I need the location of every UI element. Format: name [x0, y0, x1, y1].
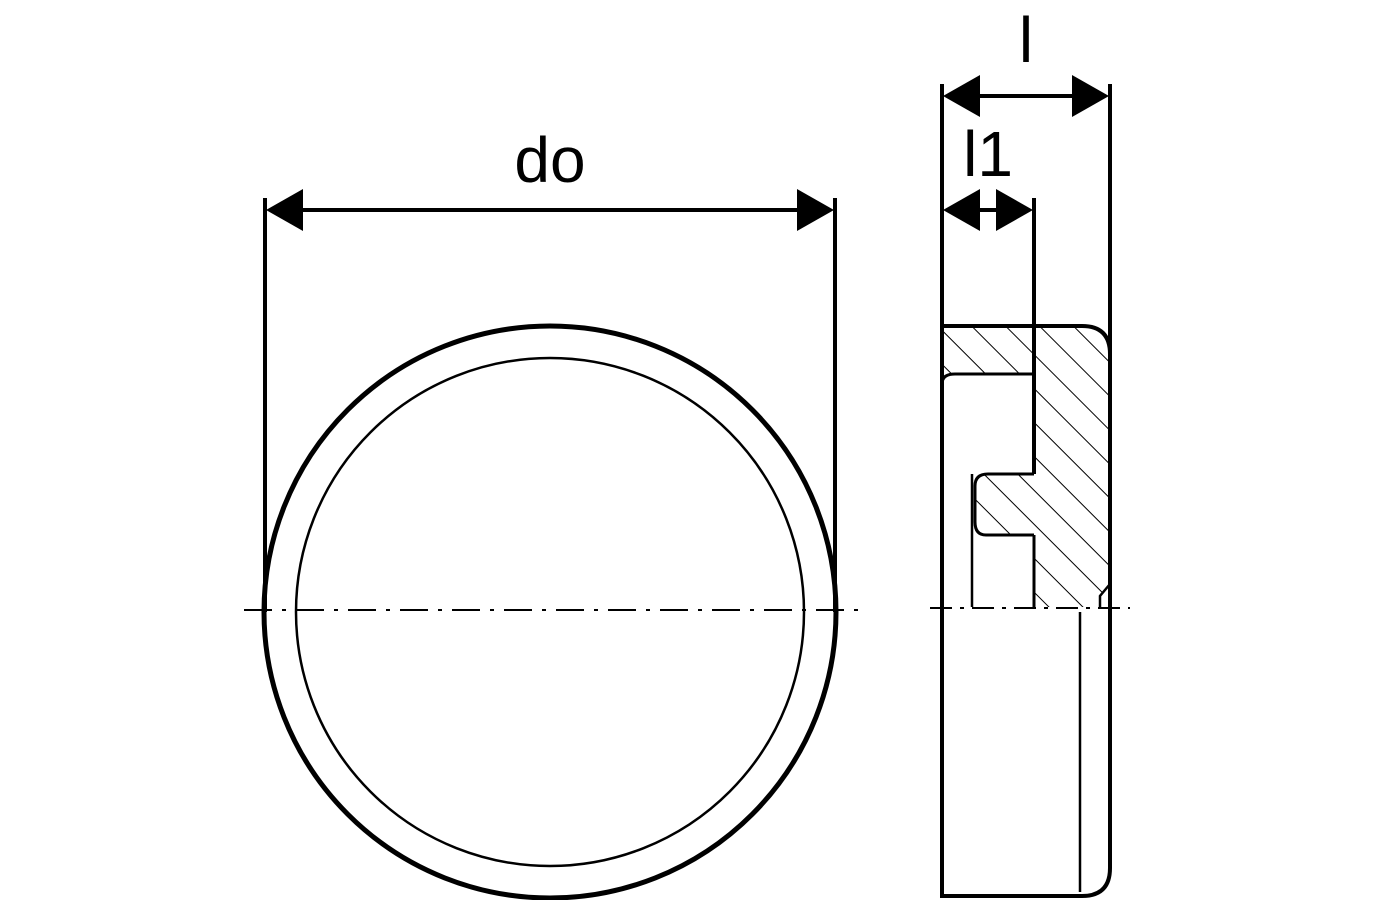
l1-arrow-left — [943, 189, 980, 231]
inner-circle — [294, 356, 806, 868]
side-outline — [940, 84, 1112, 898]
do-arrow-left — [266, 189, 303, 231]
side-view: l l1 — [930, 4, 1130, 898]
l-dimension-line — [943, 75, 1109, 117]
l-arrow-right — [1072, 75, 1109, 117]
do-dimension-line — [266, 189, 834, 231]
flange-step — [940, 372, 1034, 385]
axis-chamfer — [1098, 583, 1111, 607]
do-arrow-right — [797, 189, 834, 231]
section-hatch-flange — [942, 326, 1034, 384]
front-view: do — [244, 124, 858, 900]
side-top-rounded-edge — [942, 324, 1112, 355]
groove-profile — [973, 472, 1034, 537]
l-arrow-left — [943, 75, 980, 117]
do-label: do — [514, 124, 585, 196]
l1-dimension-line — [943, 189, 1033, 231]
section-hatch-body — [975, 326, 1110, 607]
outer-circle — [261, 323, 839, 900]
l1-arrow-right — [996, 189, 1033, 231]
l1-label: l1 — [963, 118, 1013, 190]
l-label: l — [1019, 4, 1033, 76]
